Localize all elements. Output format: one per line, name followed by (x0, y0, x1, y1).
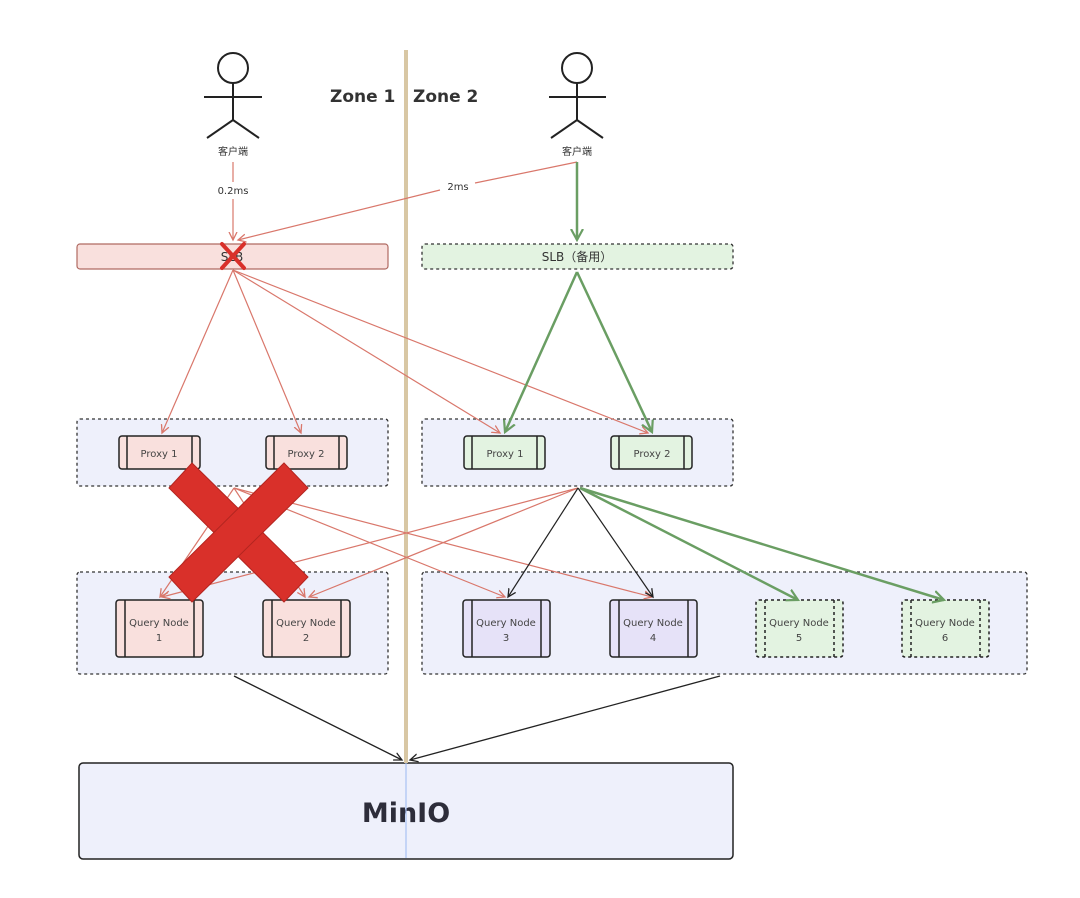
query-node-6-line2: 6 (942, 633, 948, 644)
query-node-1-line2: 1 (156, 633, 162, 644)
edge-client-right-to-slb-zone1 (474, 161, 578, 184)
client-left-icon (204, 52, 262, 139)
zone1-proxy-1-label: Proxy 1 (141, 449, 178, 460)
zone2-proxy-2-label: Proxy 2 (634, 449, 671, 460)
zone2-querynode-group (421, 571, 1028, 675)
query-node-3-line1: Query Node (476, 618, 536, 629)
query-node-2-line1: Query Node (276, 618, 336, 629)
zone2-proxy-1: Proxy 1 (463, 435, 546, 470)
query-node-2-line2: 2 (303, 633, 309, 644)
query-node-3: Query Node 3 (462, 599, 551, 658)
query-node-5-standby: Query Node 5 (755, 599, 844, 658)
slb-zone2-label: SLB（备用） (542, 250, 613, 264)
zone1-failure-big-x-icon (168, 462, 309, 603)
edges-slb-zone2-to-proxies (505, 271, 652, 432)
query-node-5-line1: Query Node (769, 618, 829, 629)
query-node-5-line2: 5 (796, 633, 802, 644)
zone1-proxy-2: Proxy 2 (265, 435, 348, 470)
zone2-proxy-1-label: Proxy 1 (487, 449, 524, 460)
zone1-proxy-1: Proxy 1 (118, 435, 201, 470)
edge-client-right-to-slb-zone1-lower (238, 189, 441, 240)
client-right-icon (549, 52, 606, 139)
latency-cross-label: 2ms (447, 182, 468, 193)
query-node-2: Query Node 2 (262, 599, 351, 658)
zone2-label: Zone 2 (413, 87, 478, 107)
edges-zone2-proxies-to-standby-querynodes (579, 486, 944, 600)
edges-querynodes-to-minio (233, 675, 721, 760)
slb-failure-x-icon (220, 242, 246, 270)
query-node-4-line1: Query Node (623, 618, 683, 629)
zone2-proxy-2: Proxy 2 (610, 435, 693, 470)
zone1-proxy-2-label: Proxy 2 (288, 449, 325, 460)
edges-zone2-proxies-to-zone1-querynodes (162, 487, 579, 597)
zone1-label: Zone 1 (330, 87, 395, 107)
edges-zone2-proxies-to-querynodes-active (508, 487, 653, 597)
query-node-6-line1: Query Node (915, 618, 975, 629)
edges-slb-zone1-to-proxies (162, 269, 648, 433)
client-right-label: 客户端 (562, 145, 592, 158)
client-left-label: 客户端 (218, 145, 248, 158)
slb-zone2-standby (421, 243, 734, 270)
query-node-3-line2: 3 (503, 633, 509, 644)
query-node-1-line1: Query Node (129, 618, 189, 629)
query-node-1: Query Node 1 (115, 599, 204, 658)
latency-local-label: 0.2ms (218, 186, 249, 197)
query-node-6-standby: Query Node 6 (901, 599, 990, 658)
query-node-4-line2: 4 (650, 633, 656, 644)
query-node-4: Query Node 4 (609, 599, 698, 658)
